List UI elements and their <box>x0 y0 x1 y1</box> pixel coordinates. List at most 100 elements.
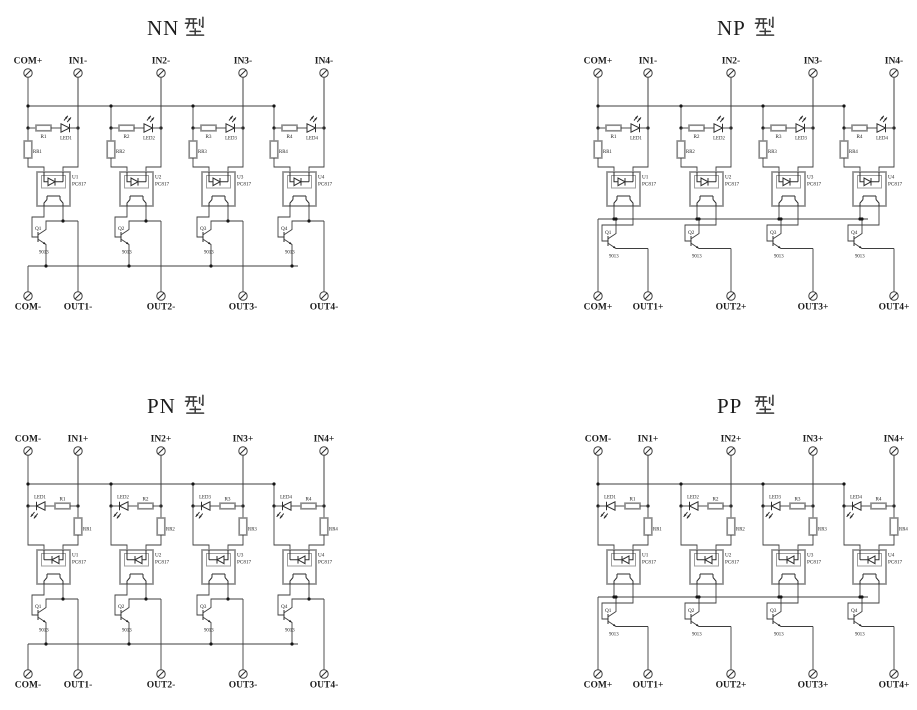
led-indicator: LED2 <box>681 496 708 519</box>
resistor-rr: RR1 <box>62 506 92 550</box>
component-label-u-part: PC817 <box>318 182 333 188</box>
component-label-r: R1 <box>629 496 635 502</box>
terminal-label: OUT1+ <box>633 681 664 691</box>
resistor-rr: RR2 <box>676 128 698 172</box>
resistor-rr: RR3 <box>797 506 827 550</box>
terminal-label: OUT4+ <box>879 303 910 313</box>
component-label-rr: RR2 <box>736 528 745 533</box>
terminal-out4-minus: OUT4- <box>310 291 338 313</box>
component-label-q: Q3 <box>200 604 207 610</box>
component-label-u: U1 <box>642 175 649 181</box>
component-label-u: U4 <box>888 175 895 181</box>
terminal-label: IN3- <box>234 57 252 67</box>
component-label-q-part: 9013 <box>609 255 619 260</box>
component-label-led: LED3 <box>199 496 211 501</box>
component-label-led: LED2 <box>713 137 725 142</box>
terminal-label: COM- <box>15 303 41 313</box>
terminal-out1-plus: OUT1+ <box>633 669 664 691</box>
component-label-u-part: PC817 <box>72 182 87 188</box>
component-label-rr: RR3 <box>248 528 257 533</box>
component-label-rr: RR4 <box>899 528 908 533</box>
terminal-label: COM+ <box>14 57 43 67</box>
resistor-rr: RR3 <box>188 128 210 172</box>
component-label-q: Q3 <box>200 226 207 232</box>
component-label-u: U2 <box>725 175 732 181</box>
component-label-rr: RR1 <box>33 150 42 155</box>
resistor-rr: RR1 <box>23 128 45 172</box>
terminal-out1-minus: OUT1- <box>64 291 93 313</box>
terminal-out2-minus: OUT2- <box>147 669 176 691</box>
terminal-label: OUT2- <box>147 681 176 691</box>
led-indicator: LED3 <box>763 496 790 519</box>
component-label-u-part: PC817 <box>237 560 252 566</box>
component-label-q-part: 9013 <box>692 255 702 260</box>
component-label-led: LED3 <box>795 137 807 142</box>
resistor-rr: RR4 <box>269 128 291 172</box>
component-label-rr: RR1 <box>653 528 662 533</box>
resistor-rr: RR1 <box>632 506 662 550</box>
resistor-series: R1 <box>28 124 61 140</box>
resistor-rr: RR2 <box>145 506 175 550</box>
terminal-out4-plus: OUT4+ <box>879 669 909 691</box>
component-label-q-part: 9013 <box>855 255 865 260</box>
component-label-q: Q4 <box>851 230 858 236</box>
component-label-led: LED2 <box>143 137 155 142</box>
terminal-label: IN1- <box>639 57 657 67</box>
component-label-led: LED2 <box>117 496 129 501</box>
terminal-com-minus: COM- <box>15 435 41 484</box>
resistor-series: R3 <box>763 124 796 140</box>
component-label-r: R2 <box>142 496 148 502</box>
component-label-r: R3 <box>775 134 781 140</box>
component-label-led: LED1 <box>60 137 72 142</box>
terminal-label: COM- <box>585 435 611 445</box>
component-label-rr: RR3 <box>198 150 207 155</box>
terminal-label: OUT1- <box>64 303 93 313</box>
component-label-rr: RR1 <box>83 528 92 533</box>
terminal-out4-minus: OUT4- <box>310 669 338 691</box>
component-label-q: Q4 <box>851 608 858 614</box>
terminal-label: OUT2- <box>147 303 176 313</box>
resistor-series: R3 <box>789 496 813 510</box>
led-indicator: LED2 <box>111 496 138 519</box>
resistor-rr: RR2 <box>106 128 128 172</box>
component-label-u-part: PC817 <box>888 182 903 188</box>
component-label-q-part: 9013 <box>122 629 132 634</box>
cjk-type-glyph <box>754 394 775 414</box>
led-indicator: LED2 <box>713 115 731 142</box>
led-indicator: LED1 <box>630 115 648 142</box>
component-label-u-part: PC817 <box>642 182 657 188</box>
component-label-r: R3 <box>794 496 800 502</box>
component-label-q-part: 9013 <box>204 629 214 634</box>
resistor-series: R2 <box>111 124 144 140</box>
component-label-r: R2 <box>123 134 129 140</box>
component-label-r: R3 <box>224 496 230 502</box>
cjk-type-glyph <box>184 16 205 36</box>
component-label-u-part: PC817 <box>237 182 252 188</box>
component-label-u-part: PC817 <box>807 560 822 566</box>
component-label-u: U2 <box>155 553 162 559</box>
terminal-com-plus: COM+ <box>584 669 612 691</box>
component-label-led: LED2 <box>687 496 699 501</box>
terminal-label: IN2+ <box>721 435 742 445</box>
component-label-led: LED4 <box>876 137 888 142</box>
terminal-com-plus: COM+ <box>584 57 612 106</box>
led-indicator: LED1 <box>598 496 625 519</box>
